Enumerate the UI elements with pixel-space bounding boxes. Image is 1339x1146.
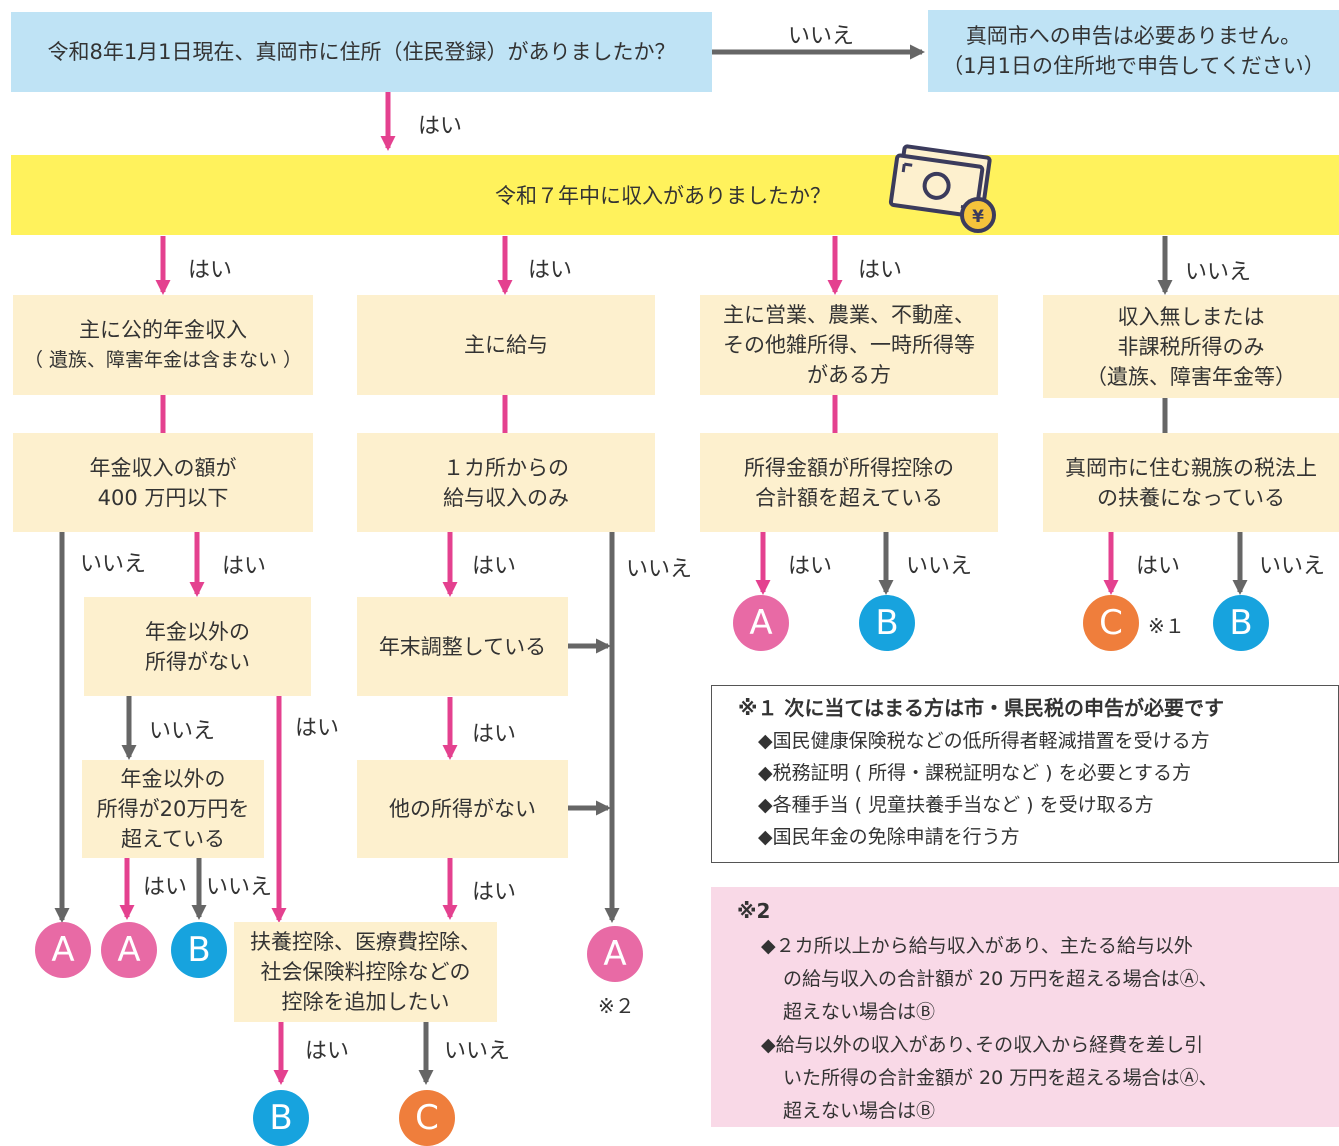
no-other-income-pension-box: 年金以外の 所得がない xyxy=(84,597,311,696)
year-end-adjustment-text: 年末調整している xyxy=(378,634,547,659)
income-exceeds-line-1: 所得金額が所得控除の xyxy=(744,455,954,480)
question-income-band xyxy=(11,155,1339,235)
pension-main-box: 主に公的年金収入 （ 遺族、障害年金は含まない ） xyxy=(13,295,313,395)
pension-amount-box: 年金収入の額が 400 万円以下 xyxy=(13,433,313,532)
label-yes-other-income-p: はい xyxy=(295,716,340,741)
label-no-top: いいえ xyxy=(788,24,855,49)
pension-main-line-1: 主に公的年金収入 xyxy=(79,318,247,342)
question-address-box: 令和8年1月1日現在、真岡市に住所（住民登録）がありましたか？ xyxy=(11,12,712,92)
note1-item-1: ◆国民健康保険税などの低所得者軽減措置を受ける方 xyxy=(758,730,1210,752)
business-main-line-1: 主に営業、農業、不動産、 xyxy=(723,303,975,327)
other-income-20-box: 年金以外の 所得が20万円を 超えている xyxy=(82,760,264,858)
mark-note2: ※２ xyxy=(598,994,635,1018)
dependent-line-1: 真岡市に住む親族の税法上 xyxy=(1065,455,1317,480)
label-no-pension-amount: いいえ xyxy=(80,552,147,577)
business-main-line-2: その他雑所得、一時所得等 xyxy=(723,333,975,357)
question-income-text: 令和７年中に収入がありましたか？ xyxy=(495,184,831,208)
no-filing-line-2: （1月1日の住所地で申告してください） xyxy=(942,54,1325,78)
add-deduction-line-3: 控除を追加したい xyxy=(281,990,450,1014)
pension-main-line-2: （ 遺族、障害年金は含まない ） xyxy=(23,349,303,371)
pension-amount-line-2: 400 万円以下 xyxy=(97,485,229,510)
label-yes-salary: はい xyxy=(528,258,573,283)
label-yes-business: はい xyxy=(858,258,903,283)
other-income-20-line-1: 年金以外の xyxy=(120,767,226,791)
note1-box: ※１ 次に当てはまる方は市・県民税の申告が必要です ◆国民健康保険税などの低所得… xyxy=(711,685,1339,863)
business-main-box: 主に営業、農業、不動産、 その他雑所得、一時所得等 がある方 xyxy=(700,295,998,395)
label-no-deduction: いいえ xyxy=(444,1039,511,1064)
label-yes-one-employer: はい xyxy=(472,554,517,579)
no-income-line-3: （遺族、障害年金等） xyxy=(1086,364,1296,389)
one-employer-line-2: 給与収入のみ xyxy=(443,485,569,510)
label-no-other-income-p: いいえ xyxy=(149,719,216,744)
pension-amount-line-1: 年金収入の額が xyxy=(89,455,237,480)
note2-line-2: の給与収入の合計額が 20 万円を超える場合はⒶ、 xyxy=(783,968,1218,990)
note1-item-2: ◆税務証明 ( 所得・課税証明など ) を必要とする方 xyxy=(758,762,1192,784)
label-yes-pension: はい xyxy=(188,258,233,283)
mark-note1: ※１ xyxy=(1148,614,1185,638)
label-yes-pension-amount: はい xyxy=(222,554,267,579)
no-filing-needed-box: 真岡市への申告は必要ありません。 （1月1日の住所地で申告してください） xyxy=(928,10,1339,92)
label-yes-dependent: はい xyxy=(1136,554,1181,579)
result-b-dependent: B xyxy=(1213,595,1269,651)
no-income-line-2: 非課税所得のみ xyxy=(1117,334,1265,359)
one-employer-line-1: １カ所からの xyxy=(443,455,569,480)
result-a-pension-amount: A xyxy=(35,922,91,978)
salary-main-text: 主に給与 xyxy=(464,333,548,357)
label-yes-year-end: はい xyxy=(472,722,517,747)
no-other-income-s-text: 他の所得がない xyxy=(389,797,536,821)
svg-text:¥: ¥ xyxy=(972,207,984,227)
result-a-income-exceeds: A xyxy=(733,595,789,651)
result-b-other-income-20: B xyxy=(171,922,227,978)
note2-line-4: ◆給与以外の収入があり､その収入から経費を差し引 xyxy=(761,1034,1204,1056)
result-a-one-employer: A xyxy=(587,926,643,982)
other-income-20-line-3: 超えている xyxy=(121,827,225,851)
label-yes-deduction: はい xyxy=(305,1039,350,1064)
money-bills-yen-icon: ¥ xyxy=(888,144,996,233)
no-other-income-salary-box: 他の所得がない xyxy=(357,760,568,858)
label-yes-no-other-income-s: はい xyxy=(472,880,517,905)
note1-title: ※１ 次に当てはまる方は市・県民税の申告が必要です xyxy=(738,696,1225,720)
add-deduction-box: 扶養控除、医療費控除、 社会保険料控除などの 控除を追加したい xyxy=(234,922,497,1022)
dependent-box: 真岡市に住む親族の税法上 の扶養になっている xyxy=(1043,433,1339,532)
no-income-box: 収入無しまたは 非課税所得のみ （遺族、障害年金等） xyxy=(1043,295,1339,398)
no-other-income-p-line-1: 年金以外の xyxy=(145,619,250,644)
result-b-deduction: B xyxy=(253,1090,309,1146)
label-yes-income-exceeds: はい xyxy=(788,554,833,579)
add-deduction-line-2: 社会保険料控除などの xyxy=(260,960,471,984)
note1-item-4: ◆国民年金の免除申請を行う方 xyxy=(758,826,1020,848)
question-address-text: 令和8年1月1日現在、真岡市に住所（住民登録）がありましたか？ xyxy=(47,40,676,64)
business-main-line-3: がある方 xyxy=(807,363,891,387)
other-income-20-line-2: 所得が20万円を xyxy=(96,797,250,821)
note2-title: ※2 xyxy=(737,899,771,923)
no-income-line-1: 収入無しまたは xyxy=(1117,304,1265,329)
add-deduction-line-1: 扶養控除、医療費控除、 xyxy=(250,930,481,954)
label-no-one-employer: いいえ xyxy=(626,557,693,582)
note2-line-5: いた所得の合計金額が 20 万円を超える場合はⒶ、 xyxy=(783,1067,1218,1089)
note2-line-3: 超えない場合はⒷ xyxy=(783,1001,936,1023)
income-exceeds-box: 所得金額が所得控除の 合計額を超えている xyxy=(700,433,998,532)
year-end-adjustment-box: 年末調整している xyxy=(357,597,568,696)
label-no-income-exceeds: いいえ xyxy=(906,554,973,579)
income-exceeds-line-2: 合計額を超えている xyxy=(755,485,943,510)
label-no-other-income-20: いいえ xyxy=(206,875,273,900)
one-employer-box: １カ所からの 給与収入のみ xyxy=(357,433,655,532)
result-c-deduction: C xyxy=(399,1090,455,1146)
salary-main-box: 主に給与 xyxy=(357,295,655,395)
dependent-line-2: の扶養になっている xyxy=(1097,485,1285,510)
label-no-income: いいえ xyxy=(1185,260,1252,285)
note1-item-3: ◆各種手当 ( 児童扶養手当など ) を受け取る方 xyxy=(758,794,1154,816)
label-no-dependent: いいえ xyxy=(1259,554,1326,579)
note2-line-6: 超えない場合はⒷ xyxy=(783,1100,936,1122)
note2-box: ※2 ◆２カ所以上から給与収入があり、主たる給与以外 の給与収入の合計額が 20… xyxy=(711,887,1339,1127)
result-b-income-exceeds: B xyxy=(859,595,915,651)
label-yes-other-income-20: はい xyxy=(143,875,188,900)
label-yes-top: はい xyxy=(418,114,463,139)
result-c-dependent: C xyxy=(1083,595,1139,651)
result-a-other-income-20: A xyxy=(101,922,157,978)
no-filing-line-1: 真岡市への申告は必要ありません。 xyxy=(965,24,1302,48)
no-other-income-p-line-2: 所得がない xyxy=(145,649,250,674)
note2-line-1: ◆２カ所以上から給与収入があり、主たる給与以外 xyxy=(761,935,1193,957)
